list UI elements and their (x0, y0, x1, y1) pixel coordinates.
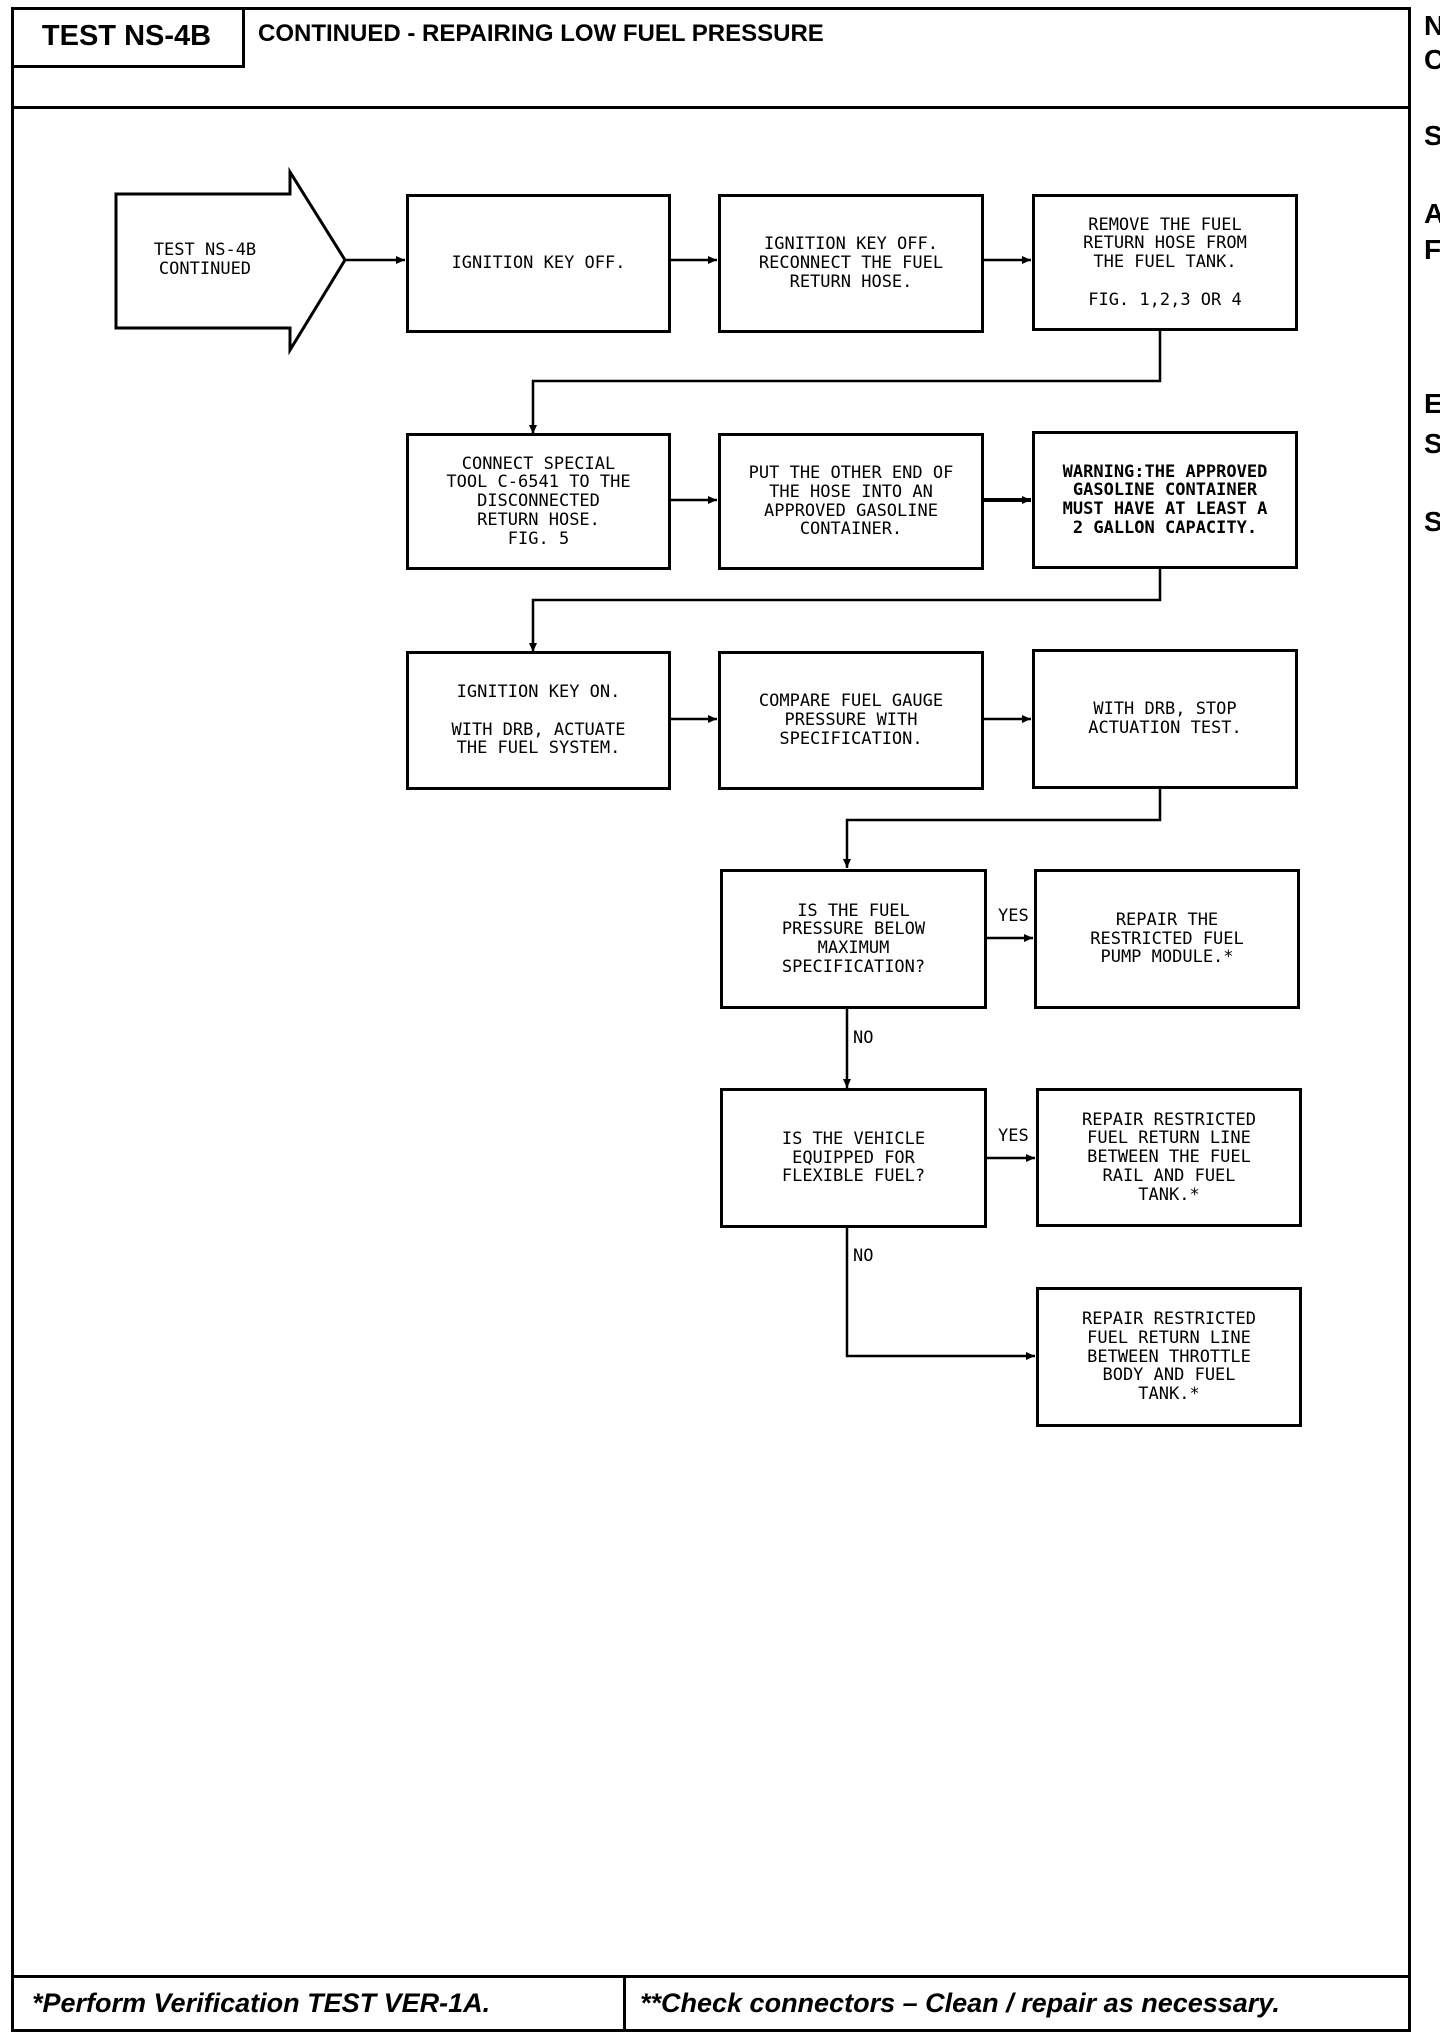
yes-label: YES (998, 906, 1029, 926)
result-repair-return-line-rail: REPAIR RESTRICTED FUEL RETURN LINE BETWE… (1036, 1088, 1302, 1227)
step-hose-into-container: PUT THE OTHER END OF THE HOSE INTO AN AP… (718, 433, 984, 570)
warning-container-capacity: WARNING:THE APPROVED GASOLINE CONTAINER … (1032, 431, 1298, 569)
connector-step6-step7 (529, 569, 1162, 652)
no-label: NO (853, 1028, 874, 1048)
footer-connectors-note: **Check connectors – Clean / repair as n… (640, 1988, 1280, 2018)
step-reconnect-hose: IGNITION KEY OFF. RECONNECT THE FUEL RET… (718, 194, 984, 333)
header-divider (11, 106, 1411, 109)
page-frame (11, 7, 1411, 2032)
margin-letter: E (1424, 388, 1440, 419)
decision-flexible-fuel: IS THE VEHICLE EQUIPPED FOR FLEXIBLE FUE… (720, 1088, 987, 1228)
margin-letter: F (1424, 234, 1440, 265)
margin-letter: C (1424, 44, 1440, 75)
start-arrow-shape (114, 166, 347, 356)
footer-verification-note: *Perform Verification TEST VER-1A. (14, 1978, 626, 2029)
step-ignition-off: IGNITION KEY OFF. (406, 194, 671, 333)
decision-pressure-below-max: IS THE FUEL PRESSURE BELOW MAXIMUM SPECI… (720, 869, 987, 1009)
step-ignition-on-actuate: IGNITION KEY ON. WITH DRB, ACTUATE THE F… (406, 651, 671, 790)
margin-letter: A (1424, 198, 1440, 229)
yes-label: YES (998, 1126, 1029, 1146)
margin-letter: S (1424, 428, 1440, 459)
margin-letter: N (1424, 10, 1440, 41)
connector-step3-step4 (529, 331, 1162, 434)
page-title: CONTINUED - REPAIRING LOW FUEL PRESSURE (258, 20, 824, 47)
connector-decision2-no (845, 1227, 1035, 1360)
margin-letter: S (1424, 120, 1440, 151)
connector-step9-decision1 (843, 789, 1162, 868)
footer-divider (11, 1975, 1411, 1978)
start-node: TEST NS-4B CONTINUED (153, 240, 257, 279)
result-repair-pump-module: REPAIR THE RESTRICTED FUEL PUMP MODULE.* (1034, 869, 1300, 1009)
result-repair-return-line-throttle: REPAIR RESTRICTED FUEL RETURN LINE BETWE… (1036, 1287, 1302, 1427)
margin-letter: S (1424, 506, 1440, 537)
step-remove-hose: REMOVE THE FUEL RETURN HOSE FROM THE FUE… (1032, 194, 1298, 331)
test-id: TEST NS-4B (11, 7, 245, 68)
no-label: NO (853, 1246, 874, 1266)
step-stop-actuation: WITH DRB, STOP ACTUATION TEST. (1032, 649, 1298, 789)
step-connect-tool: CONNECT SPECIAL TOOL C-6541 TO THE DISCO… (406, 433, 671, 570)
step-compare-pressure: COMPARE FUEL GAUGE PRESSURE WITH SPECIFI… (718, 651, 984, 790)
